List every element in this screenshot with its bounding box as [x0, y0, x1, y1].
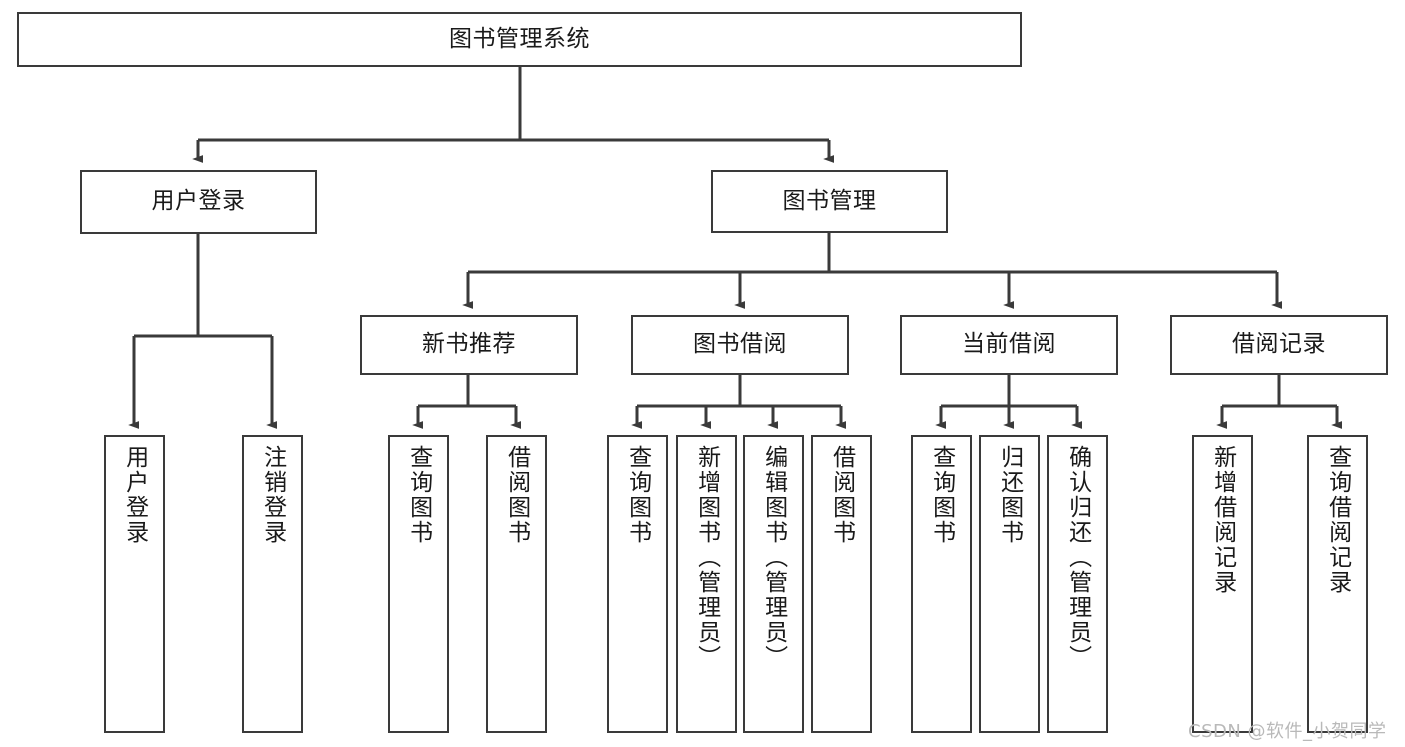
leaf-book-borrow-edit[interactable]: 编辑图书（管理员） — [743, 435, 804, 733]
node-label: 确认归还（管理员） — [1064, 445, 1091, 670]
node-label: 当前借阅 — [962, 331, 1056, 358]
node-label: 查询图书 — [624, 445, 651, 545]
node-current-borrow[interactable]: 当前借阅 — [900, 315, 1118, 375]
leaf-user-login-signin[interactable]: 用户登录 — [104, 435, 165, 733]
node-label: 用户登录 — [121, 445, 148, 545]
node-label: 查询图书 — [405, 445, 432, 545]
node-label: 借阅图书 — [503, 445, 530, 545]
leaf-book-borrow-lend[interactable]: 借阅图书 — [811, 435, 872, 733]
node-book-management[interactable]: 图书管理 — [711, 170, 948, 233]
node-label: 查询图书 — [928, 445, 955, 545]
node-label: 图书管理系统 — [449, 25, 590, 52]
leaf-borrow-record-add[interactable]: 新增借阅记录 — [1192, 435, 1253, 733]
leaf-book-borrow-query[interactable]: 查询图书 — [607, 435, 668, 733]
node-label: 注销登录 — [259, 445, 286, 545]
leaf-user-login-signout[interactable]: 注销登录 — [242, 435, 303, 733]
leaf-book-borrow-add[interactable]: 新增图书（管理员） — [676, 435, 737, 733]
leaf-current-borrow-confirm[interactable]: 确认归还（管理员） — [1047, 435, 1108, 733]
node-label: 借阅记录 — [1232, 331, 1326, 358]
node-label: 新增借阅记录 — [1209, 445, 1236, 595]
leaf-new-book-borrow[interactable]: 借阅图书 — [486, 435, 547, 733]
node-label: 图书借阅 — [693, 331, 787, 358]
node-label: 新书推荐 — [422, 331, 516, 358]
node-borrow-record[interactable]: 借阅记录 — [1170, 315, 1388, 375]
node-label: 归还图书 — [996, 445, 1023, 545]
node-root-system[interactable]: 图书管理系统 — [17, 12, 1022, 67]
leaf-new-book-query[interactable]: 查询图书 — [388, 435, 449, 733]
node-user-login[interactable]: 用户登录 — [80, 170, 317, 234]
leaf-current-borrow-query[interactable]: 查询图书 — [911, 435, 972, 733]
node-label: 编辑图书（管理员） — [760, 445, 787, 670]
node-label: 用户登录 — [151, 188, 246, 215]
leaf-borrow-record-query[interactable]: 查询借阅记录 — [1307, 435, 1368, 733]
node-label: 新增图书（管理员） — [693, 445, 720, 670]
node-label: 查询借阅记录 — [1324, 445, 1351, 595]
leaf-current-borrow-return[interactable]: 归还图书 — [979, 435, 1040, 733]
node-label: 借阅图书 — [828, 445, 855, 545]
node-book-borrow[interactable]: 图书借阅 — [631, 315, 849, 375]
node-new-book-recommend[interactable]: 新书推荐 — [360, 315, 578, 375]
node-label: 图书管理 — [782, 187, 877, 214]
watermark: CSDN @软件_小贺同学 — [1188, 721, 1387, 742]
